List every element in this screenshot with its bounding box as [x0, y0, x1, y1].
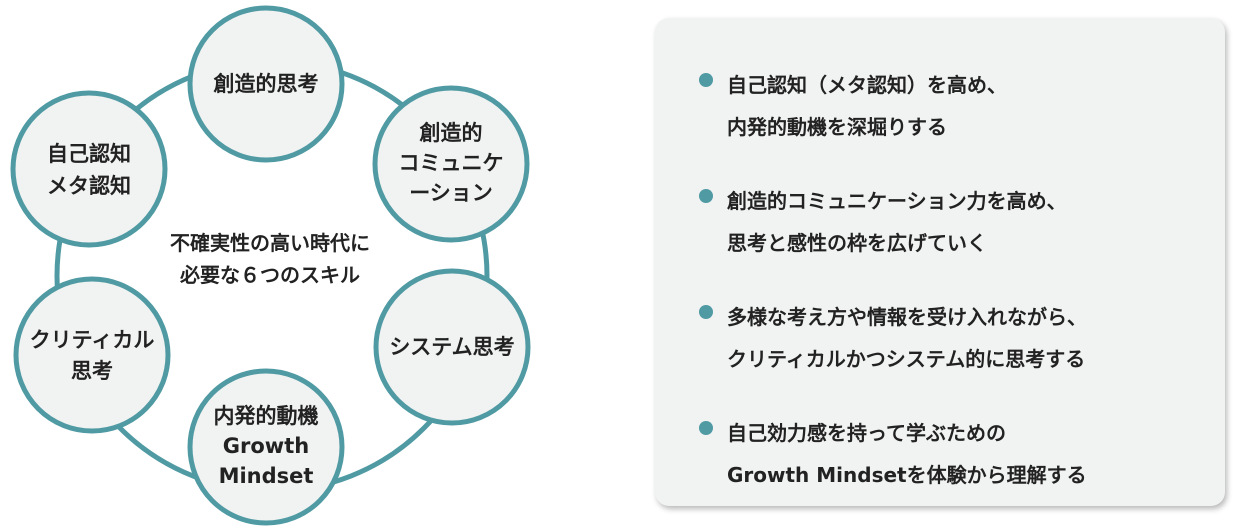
node-label-line: ーション [409, 181, 493, 205]
node-label-line: Growth [223, 434, 309, 458]
node-label-line: システム思考 [389, 335, 514, 359]
node-label-line: 創造的思考 [214, 72, 319, 96]
node-circle [187, 5, 345, 163]
learning-goals-panel: 自己認知（メタ認知）を高め、 内発的動機を深堀りする 創造的コミュニケーション力… [655, 18, 1225, 506]
bullet-dot-icon [699, 421, 713, 435]
node-self-awareness: 自己認知 メタ認知 [10, 90, 168, 248]
skills-cycle-diagram: 不確実性の高い時代に 必要な６つのスキル 創造的思考 創造的 コミュニケ ーショ… [10, 5, 531, 526]
node-circle [10, 90, 168, 248]
node-label-line: 内発的動機 [214, 404, 319, 428]
center-label-line-2: 必要な６つのスキル [179, 263, 360, 287]
center-label: 不確実性の高い時代に 必要な６つのスキル [170, 231, 370, 287]
center-label-line-1: 不確実性の高い時代に [170, 231, 370, 255]
node-label-line: クリティカル [30, 328, 155, 352]
node-label-line: メタ認知 [47, 174, 131, 198]
goal-point: 多様な考え方や情報を受け入れながら、 クリティカルかつシステム的に思考する [699, 296, 1205, 380]
goal-point: 自己認知（メタ認知）を高め、 内発的動機を深堀りする [699, 64, 1205, 148]
goal-line: 内発的動機を深堀りする [727, 115, 947, 139]
goal-line: 思考と感性の枠を広げていく [727, 231, 987, 255]
goal-line: クリティカルかつシステム的に思考する [727, 347, 1086, 371]
goal-line: Growth Mindsetを体験から理解する [727, 463, 1087, 487]
goal-line: 自己効力感を持って学ぶための [727, 421, 1006, 445]
node-intrinsic-motivation: 内発的動機 Growth Mindset [187, 368, 345, 526]
goal-line: 自己認知（メタ認知）を高め、 [727, 73, 1007, 97]
node-label-line: 思考 [71, 359, 113, 383]
node-circle [372, 85, 530, 243]
goal-point: 創造的コミュニケーション力を高め、 思考と感性の枠を広げていく [699, 180, 1205, 264]
node-label-line: 自己認知 [47, 142, 131, 166]
node-systems-thinking: システム思考 [373, 268, 531, 426]
node-circle [187, 368, 345, 526]
goal-line: 多様な考え方や情報を受け入れながら、 [727, 305, 1087, 329]
node-label-line: 創造的 [420, 121, 483, 145]
node-label-line: コミュニケ [399, 151, 504, 175]
node-circle [13, 276, 171, 434]
node-creative-thinking: 創造的思考 [187, 5, 345, 163]
goal-line: 創造的コミュニケーション力を高め、 [727, 189, 1067, 213]
bullet-dot-icon [699, 189, 713, 203]
node-creative-communication: 創造的 コミュニケ ーション [372, 85, 530, 243]
goal-point: 自己効力感を持って学ぶための Growth Mindsetを体験から理解する [699, 412, 1205, 496]
bullet-dot-icon [699, 305, 713, 319]
node-label-line: Mindset [219, 464, 314, 488]
node-critical-thinking: クリティカル 思考 [13, 276, 171, 434]
node-circle [373, 268, 531, 426]
bullet-dot-icon [699, 73, 713, 87]
